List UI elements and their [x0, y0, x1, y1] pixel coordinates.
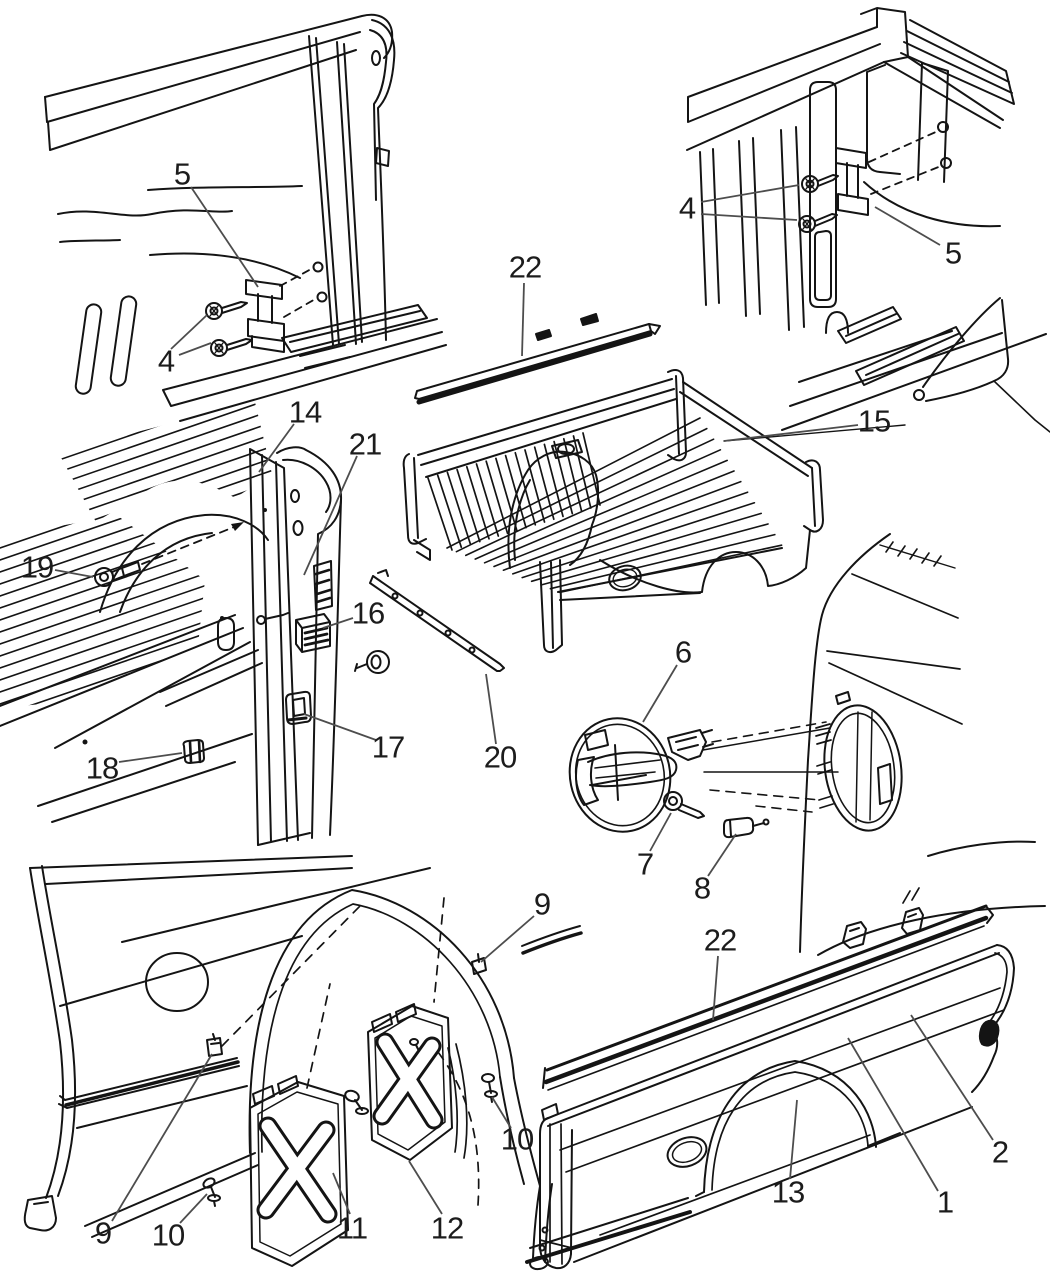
- leader-line-6: [642, 664, 678, 723]
- leader-line-22: [712, 955, 719, 1021]
- leader-line-8: [707, 833, 737, 877]
- leader-line-13: [789, 1099, 798, 1180]
- callout-label-2: 2: [991, 1134, 1009, 1170]
- leader-line-18: [118, 752, 183, 763]
- callout-label-15: 15: [857, 403, 891, 439]
- callout-label-13: 13: [771, 1174, 805, 1210]
- leader-line-16: [322, 617, 354, 629]
- callout-label-10: 10: [151, 1217, 185, 1253]
- quarter-panel-left-illustration: [23, 855, 583, 1271]
- box-side-panel-illustration: [525, 904, 1015, 1270]
- box-front-inner-left-illustration: [44, 13, 447, 422]
- callout-label-10: 10: [500, 1121, 534, 1157]
- callout-label-4: 4: [157, 343, 175, 379]
- callout-label-5: 5: [944, 235, 962, 271]
- leader-line-12: [408, 1160, 443, 1215]
- callout-label-12: 12: [430, 1210, 464, 1246]
- front-sill-strip: [369, 569, 505, 672]
- callout-label-21: 21: [348, 426, 382, 462]
- leader-line-10: [179, 1193, 208, 1224]
- callout-label-5: 5: [173, 156, 191, 192]
- callout-label-22: 22: [703, 922, 737, 958]
- quarter-panel-fuel-opening-illustration: [799, 533, 1046, 956]
- callout-label-22: 22: [508, 249, 542, 285]
- leader-line-5: [190, 186, 259, 288]
- leader-line-20: [485, 673, 497, 745]
- leader-line-4: [700, 213, 798, 221]
- callout-label-9: 9: [94, 1215, 112, 1251]
- leader-line-15: [723, 424, 859, 442]
- leader-line-9: [111, 1053, 213, 1222]
- leader-line-17: [303, 713, 377, 741]
- leader-line-4: [170, 314, 208, 350]
- leader-line-7: [649, 812, 672, 852]
- callout-label-1: 1: [936, 1184, 954, 1220]
- leader-line-1: [847, 1037, 939, 1192]
- leader-line-14: [258, 423, 295, 473]
- callout-label-17: 17: [371, 729, 405, 765]
- leader-line-9: [480, 915, 535, 963]
- leader-line-4: [178, 342, 212, 356]
- leader-line-5: [874, 206, 941, 246]
- leader-line-4: [700, 184, 800, 203]
- callout-label-14: 14: [288, 394, 322, 430]
- leader-line-21: [303, 455, 358, 576]
- pickup-box-illustration: [402, 369, 824, 654]
- box-front-inner-right-illustration: [686, 7, 1050, 442]
- leader-line-10: [491, 1096, 512, 1129]
- bed-rail-cap-upper: [414, 313, 661, 405]
- fuel-filler-door-assembly: [568, 717, 839, 839]
- leader-line-22: [521, 282, 525, 357]
- callout-label-20: 20: [483, 739, 517, 775]
- leader-line-2: [910, 1014, 994, 1141]
- callout-label-4: 4: [678, 190, 696, 226]
- callout-label-19: 19: [20, 549, 54, 585]
- callout-label-6: 6: [674, 634, 692, 670]
- callout-label-16: 16: [351, 595, 385, 631]
- callout-label-11: 11: [336, 1210, 368, 1246]
- callout-label-8: 8: [693, 870, 711, 906]
- callout-label-9: 9: [533, 886, 551, 922]
- leader-line-11: [332, 1172, 351, 1215]
- callout-label-18: 18: [85, 750, 119, 786]
- callout-label-7: 7: [636, 846, 654, 882]
- leader-line-19: [54, 569, 94, 578]
